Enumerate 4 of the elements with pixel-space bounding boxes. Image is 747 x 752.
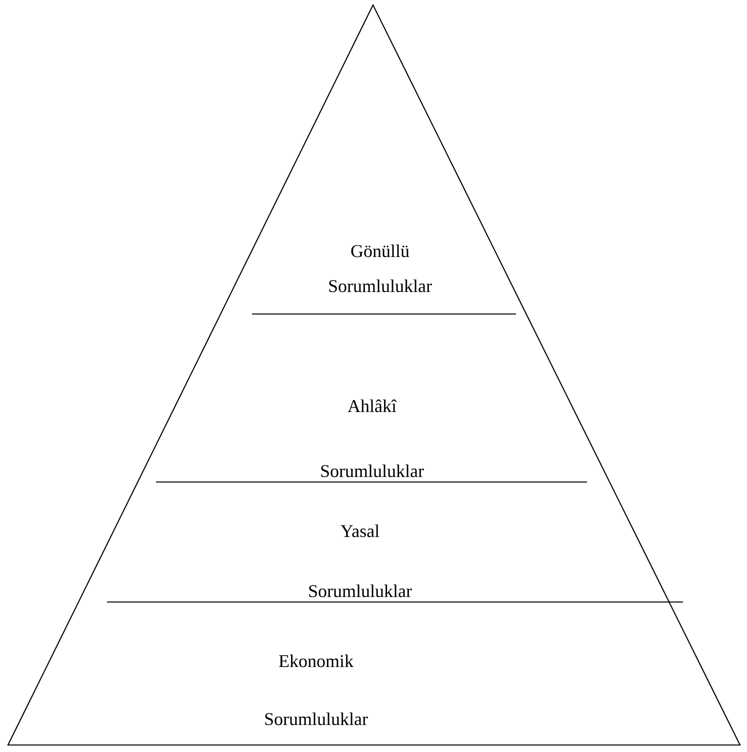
layer-label: Gönüllü Sorumluluklar [329,244,432,292]
layer-label: Yasal Sorumluluklar [309,524,412,598]
layer-label: Ahlâkî Sorumluluklar [321,399,424,478]
layer-label: Ekonomik Sorumluluklar [265,654,368,726]
